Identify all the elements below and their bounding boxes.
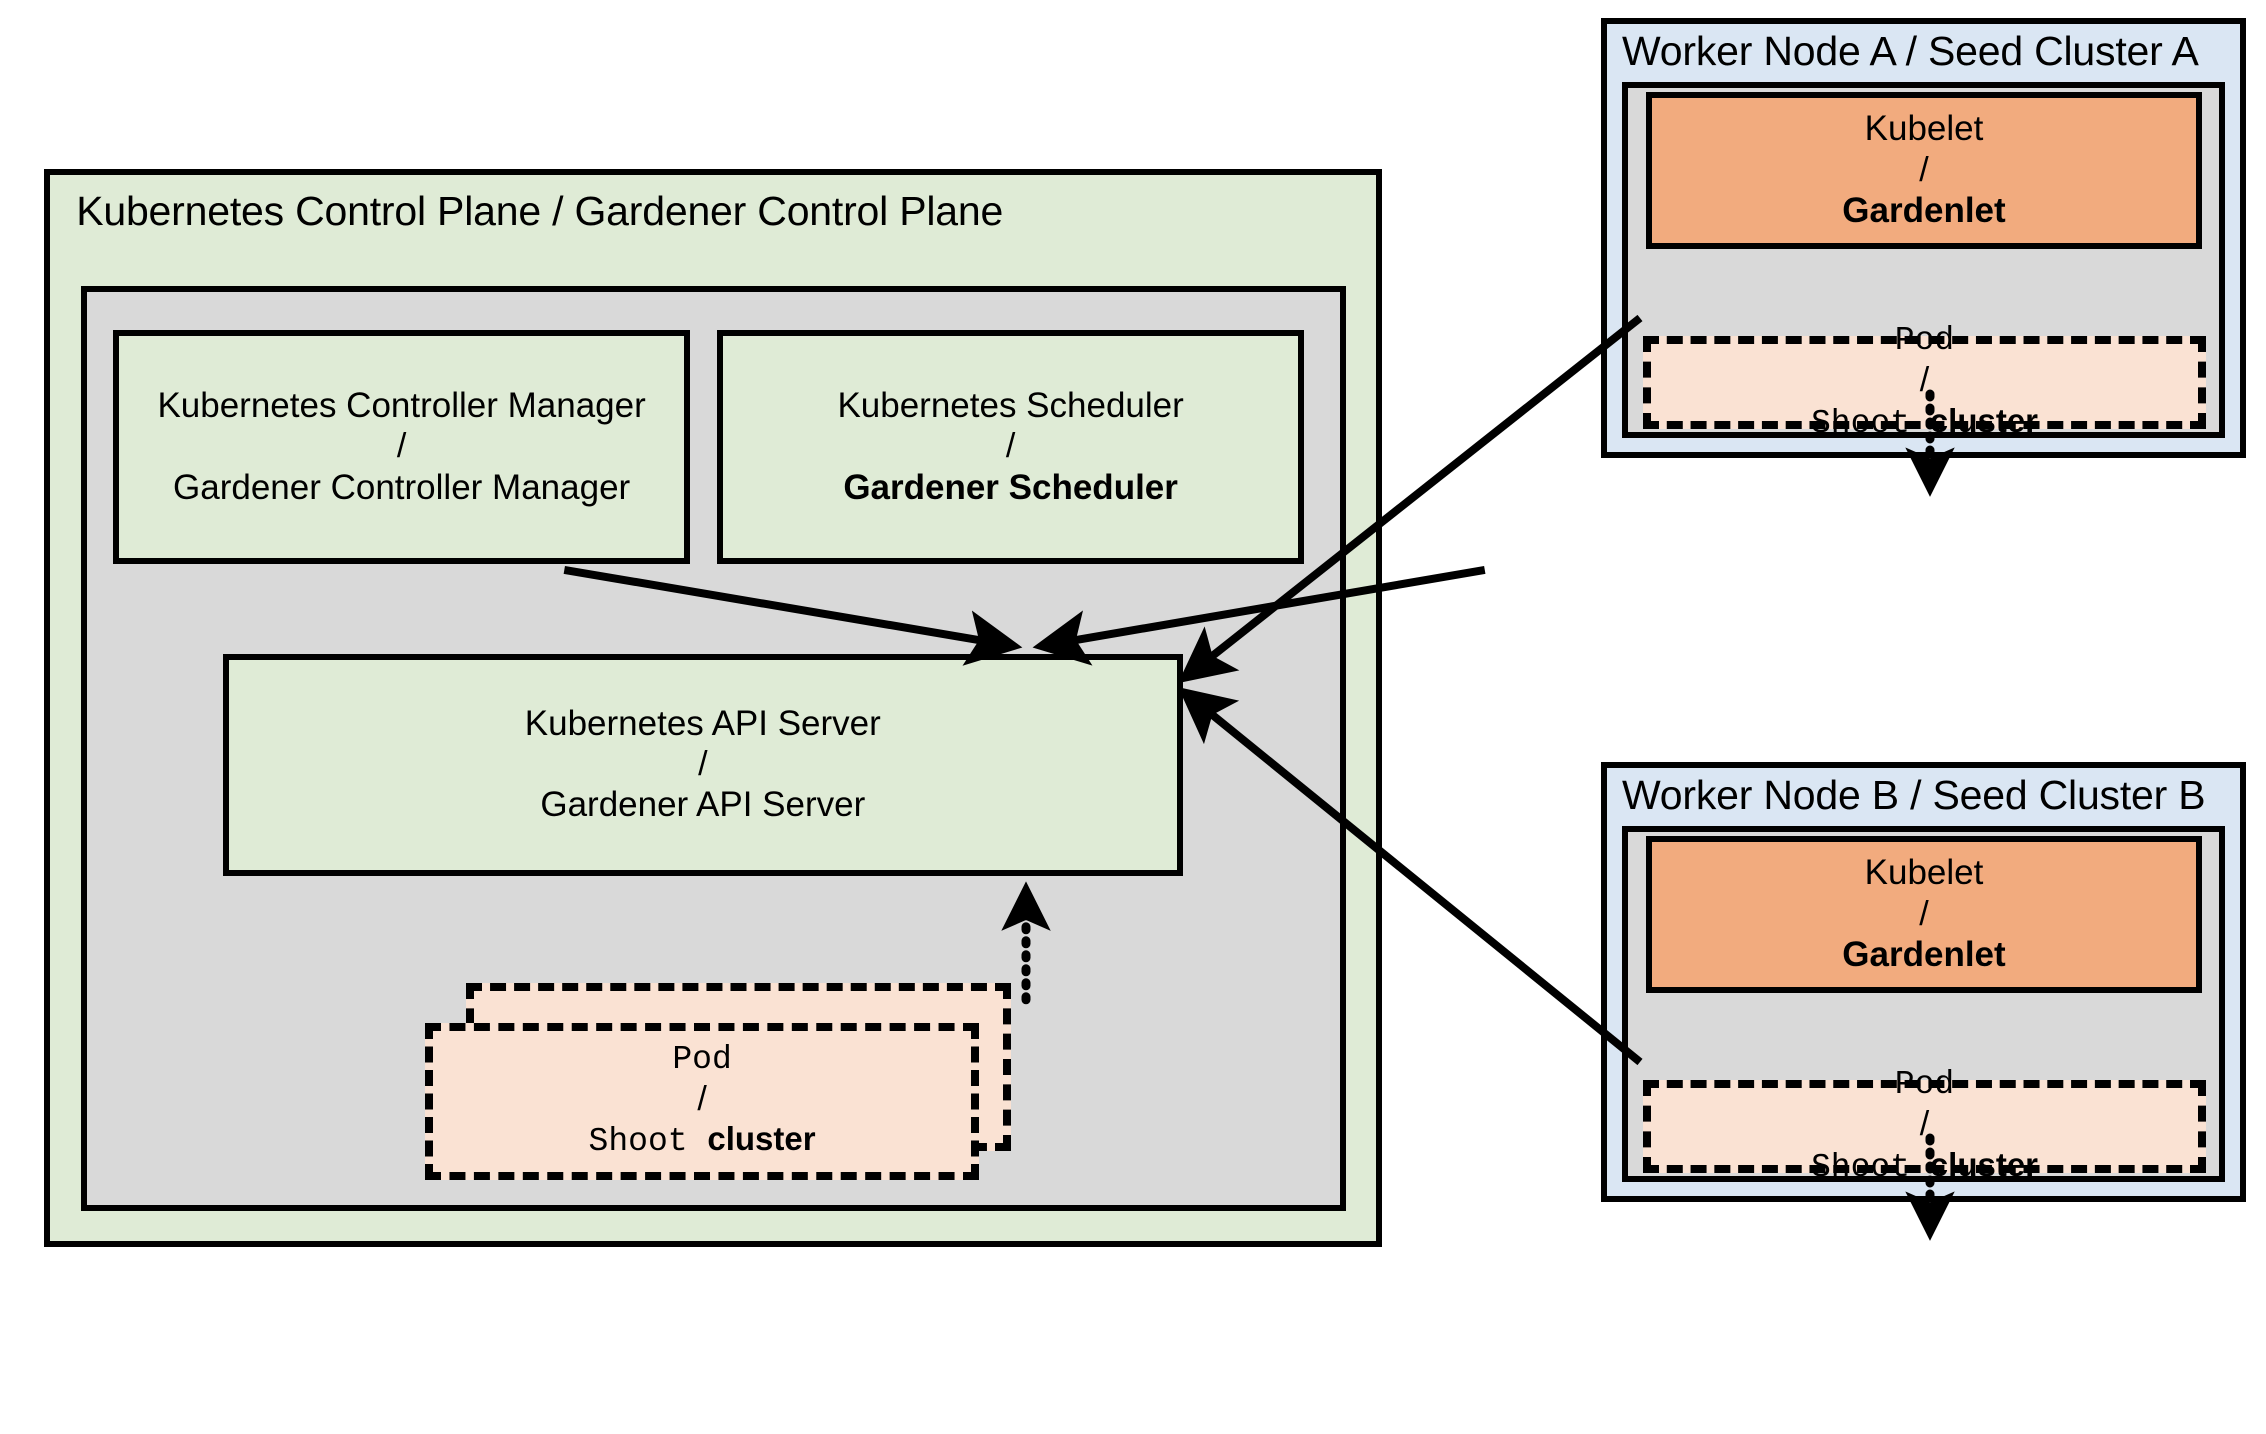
gardenlet-b-box[interactable]: Kubelet / Gardenlet <box>1646 836 2202 993</box>
controller-manager-labels: Kubernetes Controller Manager / Gardener… <box>119 336 684 558</box>
worker-node-a-pod-cluster-text: cluster <box>1929 401 2039 439</box>
worker-node-a-pod-labels: Pod / Shoot cluster <box>1651 322 2198 441</box>
control-plane-title: Kubernetes Control Plane / Gardener Cont… <box>76 187 1004 234</box>
scheduler-separator: / <box>1005 427 1016 466</box>
api-server-line1: Kubernetes API Server <box>524 703 881 743</box>
controller-manager-line1: Kubernetes Controller Manager <box>157 385 646 425</box>
control-plane-pod-labels: Pod / Shoot cluster <box>433 1031 971 1172</box>
scheduler-line2: Gardener Scheduler <box>843 467 1178 507</box>
worker-node-b-pod-cluster-text: cluster <box>1929 1145 2039 1183</box>
control-plane-pod-line2: Shoot cluster <box>589 1119 816 1162</box>
gardenlet-a-separator: / <box>1919 150 1929 189</box>
gardenlet-a-line2: Gardenlet <box>1842 191 2006 231</box>
control-plane-pod-line1: Pod <box>672 1040 732 1078</box>
api-server-box[interactable]: Kubernetes API Server / Gardener API Ser… <box>222 654 1183 876</box>
scheduler-line1: Kubernetes Scheduler <box>837 385 1184 425</box>
worker-node-b-pod-box[interactable]: Pod / Shoot cluster <box>1643 1066 2206 1186</box>
kubernetes-controller-manager-box[interactable]: Kubernetes Controller Manager / Gardener… <box>112 329 691 565</box>
gardenlet-b-labels: Kubelet / Gardenlet <box>1652 842 2196 987</box>
worker-node-b-title: Worker Node B / Seed Cluster B <box>1622 772 2206 818</box>
worker-node-b-pod-shoot-text: Shoot <box>1810 1148 1930 1186</box>
gardenlet-a-box[interactable]: Kubelet / Gardenlet <box>1646 92 2202 249</box>
worker-node-a-pod-shoot-text: Shoot <box>1810 404 1930 442</box>
gardenlet-a-line1: Kubelet <box>1864 109 1984 149</box>
api-server-separator: / <box>698 745 708 784</box>
worker-node-b-pod-line2: Shoot cluster <box>1811 1145 2038 1188</box>
gardenlet-b-line2: Gardenlet <box>1842 935 2006 975</box>
worker-node-a-pod-line1: Pod <box>1894 322 1955 360</box>
worker-node-b-pod-line1: Pod <box>1894 1066 1955 1104</box>
control-plane-pod-box[interactable]: Pod / Shoot cluster <box>425 1022 980 1180</box>
controller-manager-separator: / <box>396 427 407 466</box>
gardenlet-b-line1: Kubelet <box>1864 853 1984 893</box>
scheduler-box[interactable]: Kubernetes Scheduler / Gardener Schedule… <box>716 329 1305 565</box>
controller-manager-line2: Gardener Controller Manager <box>173 467 631 507</box>
worker-node-b-pod-separator: / <box>1919 1105 1930 1144</box>
worker-node-a-title: Worker Node A / Seed Cluster A <box>1622 28 2199 74</box>
gardenlet-b-separator: / <box>1919 894 1929 933</box>
control-plane-pod-cluster-text: cluster <box>707 1120 816 1158</box>
gardenlet-a-labels: Kubelet / Gardenlet <box>1652 98 2196 243</box>
control-plane-pod-separator: / <box>697 1080 707 1119</box>
worker-node-a-pod-line2: Shoot cluster <box>1811 401 2038 444</box>
worker-node-a-pod-separator: / <box>1919 361 1930 400</box>
api-server-line2: Gardener API Server <box>540 785 866 825</box>
control-plane-pod-shoot-text: Shoot <box>588 1123 708 1161</box>
scheduler-labels: Kubernetes Scheduler / Gardener Schedule… <box>723 336 1299 558</box>
api-server-labels: Kubernetes API Server / Gardener API Ser… <box>229 660 1177 869</box>
worker-node-a-pod-box[interactable]: Pod / Shoot cluster <box>1643 322 2206 442</box>
worker-node-b-pod-labels: Pod / Shoot cluster <box>1651 1066 2198 1185</box>
